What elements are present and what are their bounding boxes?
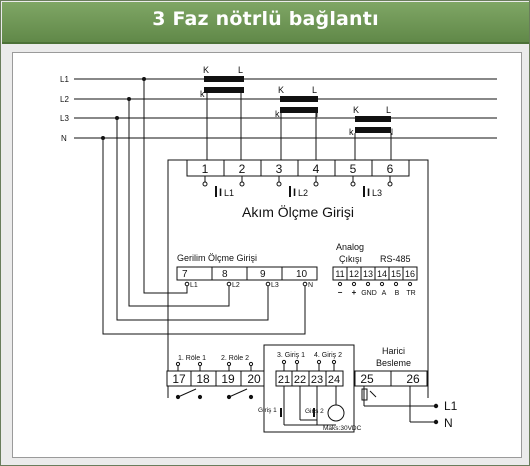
- svg-text:GND: GND: [361, 290, 377, 297]
- svg-text:L: L: [386, 105, 391, 115]
- svg-text:L: L: [238, 65, 243, 75]
- svg-text:N: N: [308, 282, 313, 289]
- svg-text:K: K: [353, 105, 359, 115]
- input-2-label: 4. Giriş 2: [314, 352, 342, 359]
- svg-text:k: k: [349, 127, 354, 137]
- svg-text:K: K: [278, 85, 284, 95]
- terminal-16: 16: [405, 269, 415, 279]
- svg-text:l: l: [391, 127, 393, 137]
- svg-text:TR: TR: [406, 290, 415, 297]
- svg-text:k: k: [200, 89, 205, 99]
- svg-text:K: K: [203, 65, 209, 75]
- terminal-12: 12: [349, 269, 359, 279]
- svg-text:Giriş 2: Giriş 2: [305, 408, 324, 415]
- terminal-1: 1: [202, 162, 209, 176]
- title-bar: 3 Faz nötrlü bağlantı: [2, 2, 529, 44]
- current-transformer-3: K L k l: [349, 105, 393, 137]
- terminal-14: 14: [377, 269, 387, 279]
- phase-i-label-2: I: [293, 187, 296, 199]
- analog-label: Analog: [336, 242, 364, 252]
- terminal-3: 3: [276, 162, 283, 176]
- terminal-4: 4: [313, 162, 320, 176]
- relay-2-label: 2. Röle 2: [221, 355, 249, 362]
- supply-label: Harici: [382, 346, 405, 356]
- svg-text:Giriş 1: Giriş 1: [258, 407, 277, 414]
- svg-text:l: l: [316, 109, 318, 119]
- svg-text:L3: L3: [271, 282, 279, 289]
- terminal-11: 11: [335, 269, 344, 279]
- terminal-25: 25: [360, 372, 374, 386]
- terminal-15: 15: [391, 269, 401, 279]
- current-input-terminals: 1 2 3 4 5 6 I L1 I L2 I L3 Akım Ölçme: [186, 159, 410, 220]
- voltage-input-terminals: Gerilim Ölçme Girişi 7 8 9 10 L1 L2 L3 N: [176, 253, 318, 289]
- svg-text:L1: L1: [190, 282, 198, 289]
- terminal-9: 9: [260, 269, 266, 280]
- terminal-24: 24: [328, 374, 340, 386]
- svg-text:+: +: [352, 288, 357, 297]
- voltage-input-label: Gerilim Ölçme Girişi: [177, 253, 257, 263]
- line-n-label: N: [61, 134, 67, 143]
- svg-text:L3: L3: [372, 188, 382, 198]
- line-l1-label: L1: [60, 75, 69, 84]
- supply-n: N: [444, 416, 453, 430]
- analog-rs485-terminals: Analog Çıkışı RS-485 11 12 13 14 15 16 −…: [332, 242, 418, 297]
- svg-text:Çıkışı: Çıkışı: [339, 254, 362, 264]
- svg-text:−: −: [338, 288, 343, 297]
- terminal-23: 23: [311, 374, 323, 386]
- svg-text:B: B: [395, 290, 400, 297]
- svg-text:L2: L2: [232, 282, 240, 289]
- bottom-terminals: 1. Röle 1 2. Röle 2 17 18 19 20 3. Giriş…: [166, 344, 458, 433]
- current-input-label: Akım Ölçme Girişi: [242, 203, 354, 220]
- phase-i-label-3: I: [367, 187, 370, 199]
- terminal-8: 8: [222, 269, 228, 280]
- relay-1-label: 1. Röle 1: [178, 355, 206, 362]
- phase-i-label-1: I: [219, 187, 222, 199]
- terminal-20: 20: [247, 372, 261, 386]
- svg-text:k: k: [275, 109, 280, 119]
- terminal-18: 18: [196, 372, 210, 386]
- supply-l1: L1: [444, 399, 458, 413]
- terminal-17: 17: [172, 372, 186, 386]
- terminal-21: 21: [278, 374, 290, 386]
- terminal-7: 7: [182, 269, 188, 280]
- svg-text:A: A: [382, 290, 387, 297]
- terminal-26: 26: [406, 372, 420, 386]
- line-l3-label: L3: [60, 114, 69, 123]
- current-transformer-2: K L k l: [275, 85, 318, 119]
- svg-text:Besleme: Besleme: [376, 358, 411, 368]
- terminal-2: 2: [239, 162, 246, 176]
- terminal-6: 6: [387, 162, 394, 176]
- terminal-5: 5: [350, 162, 357, 176]
- terminal-22: 22: [294, 374, 306, 386]
- terminal-19: 19: [221, 372, 235, 386]
- line-l2-label: L2: [60, 95, 69, 104]
- page-title: 3 Faz nötrlü bağlantı: [152, 8, 379, 30]
- input-1-label: 3. Giriş 1: [277, 352, 305, 359]
- svg-text:L: L: [312, 85, 317, 95]
- rs485-label: RS-485: [380, 254, 411, 264]
- svg-text:L2: L2: [298, 188, 308, 198]
- terminal-13: 13: [363, 269, 373, 279]
- svg-text:L1: L1: [224, 188, 234, 198]
- max-voltage-note: Maks:30VDC: [323, 425, 362, 432]
- terminal-10: 10: [296, 269, 308, 280]
